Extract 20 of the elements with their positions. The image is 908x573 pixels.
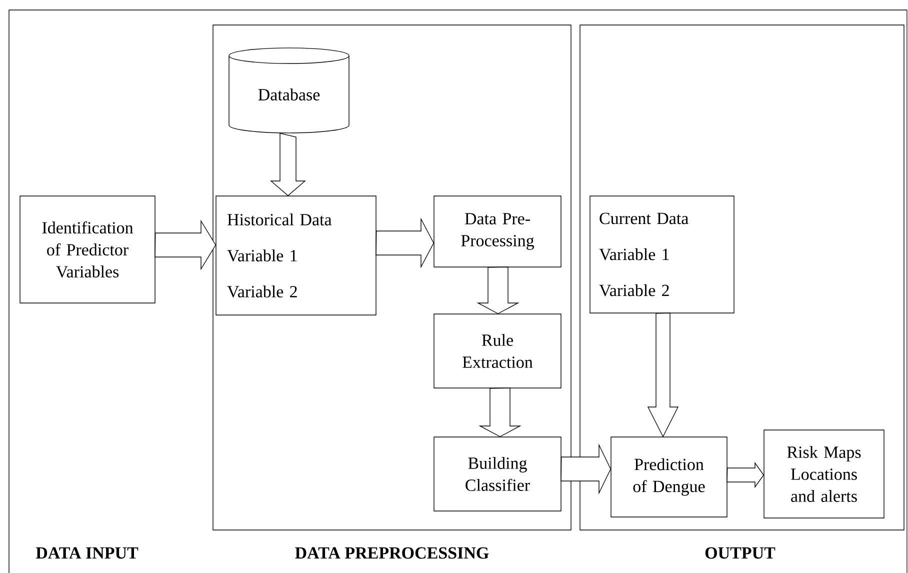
process-box: Rule Extraction [434, 314, 562, 388]
block-arrow [154, 220, 216, 270]
block-arrow [560, 443, 612, 495]
process-box: Current Data Variable 1 Variable 2 [590, 196, 734, 314]
block-arrow [476, 266, 520, 314]
database-cylinder: Database [228, 48, 350, 134]
block-arrow [478, 388, 522, 438]
process-box: Building Classifier [434, 436, 562, 512]
node-label: OUTPUT [705, 547, 776, 559]
process-box: Data Pre-Processing [434, 196, 562, 268]
block-arrow [726, 462, 764, 488]
section-label: DATA INPUT [36, 547, 138, 559]
block-arrow [647, 312, 679, 438]
process-box: Identification of Predictor Variables [20, 196, 156, 304]
process-box: Historical Data Variable 1 Variable 2 [216, 196, 376, 316]
process-box: Prediction of Dengue [610, 436, 728, 518]
process-box: Risk Maps Locations and alerts [764, 430, 884, 518]
node-label: DATA PREPROCESSING [295, 547, 489, 559]
block-arrow [376, 218, 434, 268]
block-arrow [270, 132, 306, 196]
